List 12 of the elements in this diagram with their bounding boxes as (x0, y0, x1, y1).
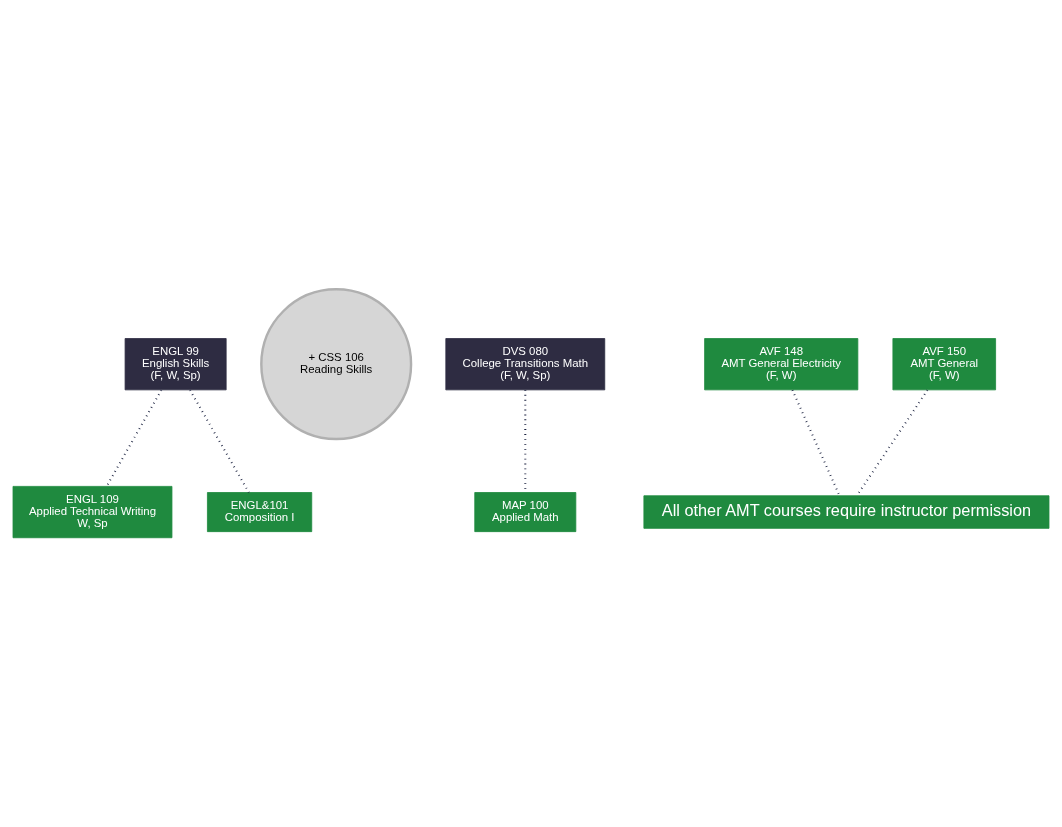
node-box: ENGL 109 Applied Technical Writing W, Sp (12, 485, 173, 539)
node-box: AVF 148 AMT General Electricity (F, W) (704, 338, 859, 391)
connector (791, 389, 841, 497)
node-box: DVS 080 College Transitions Math (F, W, Sp) (445, 338, 606, 391)
node-box: MAP 100 Applied Math (474, 492, 577, 533)
node-box: ENGL 99 English Skills (F, W, Sp) (124, 338, 227, 391)
node-box: AVF 150 AMT General (F, W) (892, 338, 996, 391)
node-circle: + CSS 106 Reading Skills (260, 288, 413, 441)
node-box: ENGL&101 Composition I (207, 492, 313, 533)
node-box: All other AMT courses require instructor permission (643, 495, 1050, 529)
connector (105, 389, 163, 487)
connector (189, 389, 250, 493)
